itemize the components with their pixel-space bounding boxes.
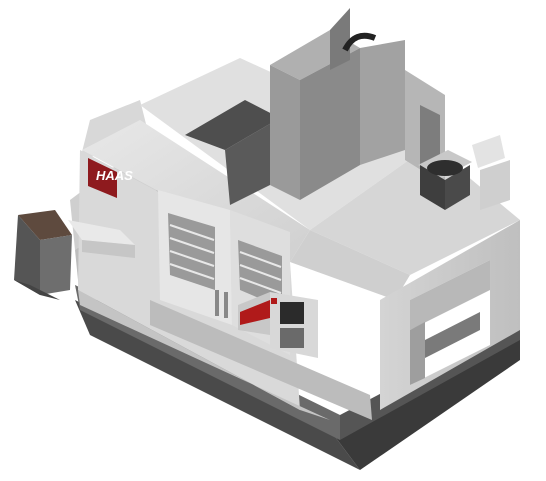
svg-text:HAAS: HAAS: [96, 168, 133, 183]
door-window-slats: [169, 224, 282, 294]
door-handle-right[interactable]: [224, 292, 228, 318]
door-handle-left[interactable]: [215, 290, 219, 316]
pendant-keypad[interactable]: [280, 328, 304, 348]
spindle-column: [185, 8, 405, 205]
haas-logo: HAAS: [88, 158, 133, 198]
front-side-handle: [68, 220, 135, 258]
chip-conveyor: [14, 210, 72, 300]
enclosure-right-side: [380, 220, 520, 410]
tool-changer: [405, 70, 510, 210]
pendant-screen: [280, 302, 304, 324]
control-pendant[interactable]: [238, 292, 318, 358]
